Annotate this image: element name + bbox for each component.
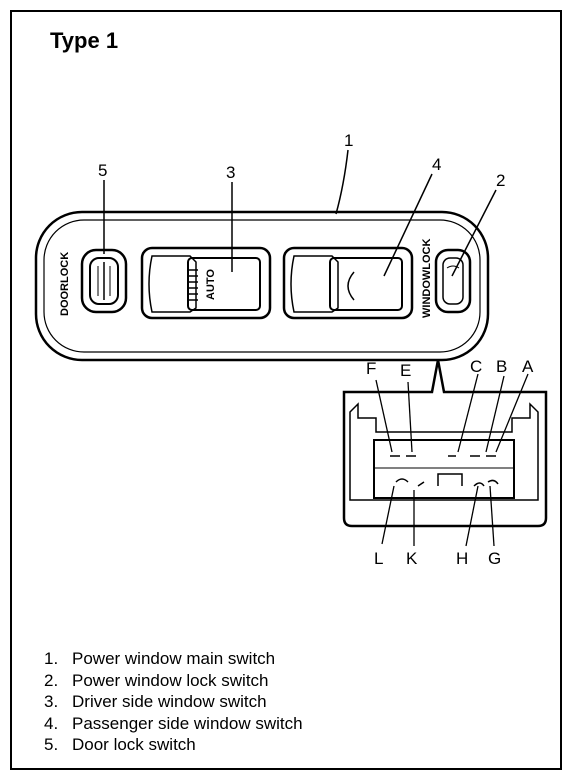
legend-item: 1. Power window main switch [44,648,303,670]
legend-text: Passenger side window switch [72,713,303,733]
legend-number: 1. [44,649,59,668]
terminal-C: C [470,357,482,376]
callout-1: 1 [344,131,353,150]
terminal-G: G [488,549,501,568]
legend-number: 2. [44,670,59,690]
callout-leaders [103,149,497,277]
callout-3: 3 [226,163,235,182]
driver-window-switch [140,246,272,320]
windowlock-text: WINDOWLOCK [421,239,433,318]
callout-5: 5 [98,161,107,180]
legend-text: Driver side window switch [72,692,267,711]
legend-list: 1. Power window main switch 2. Power windo… [44,648,303,756]
door-lock-switch [80,248,128,314]
terminal-H: H [456,549,468,568]
legend-number: 3. [44,692,59,711]
figure-frame [10,10,562,770]
main-switch-housing [34,210,490,362]
terminal-F: F [366,359,376,378]
terminal-A: A [522,357,534,376]
terminal-B: B [496,357,507,376]
terminal-K: K [406,549,418,568]
connector-detail [342,359,548,547]
figure-title: Type 1 [50,28,119,53]
window-lock-switch [434,248,472,314]
auto-text: AUTO [205,269,217,300]
legend-text: Door lock switch [72,735,196,754]
callout-4: 4 [432,155,441,174]
legend-number: 5. [44,735,59,754]
terminal-E: E [400,361,411,380]
legend-text: Power window main switch [72,649,276,668]
legend-item: 5. Door lock switch [44,734,303,756]
legend-number: 4. [44,713,59,733]
passenger-window-switch [282,246,414,320]
legend-item: 3. Driver side window switch [44,691,303,713]
terminal-L: L [374,549,383,568]
legend-item: 4. Passenger side window switch [44,713,303,735]
callout-2: 2 [496,171,505,190]
doorlock-text: DOORLOCK [59,252,71,316]
legend-item: 2. Power window lock switch [44,670,303,692]
legend-text: Power window lock switch [72,670,269,690]
